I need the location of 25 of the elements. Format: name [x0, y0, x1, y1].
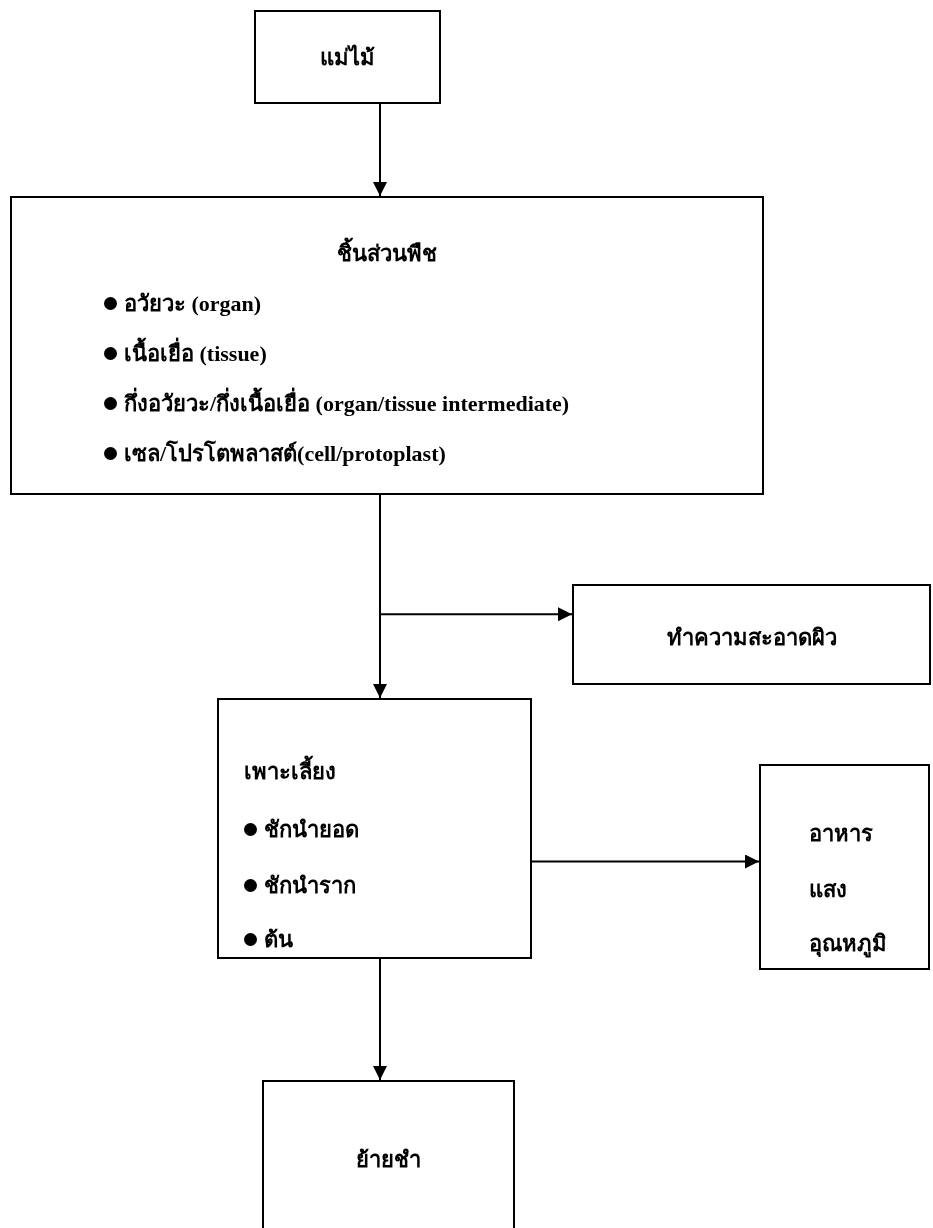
- box-text: แม่ไม้: [320, 43, 375, 72]
- process-box: [10, 196, 764, 495]
- box-text: ชักนำราก: [264, 872, 356, 900]
- box-text: แสง: [809, 876, 847, 904]
- arrow: [373, 958, 387, 1081]
- process-box: [759, 764, 930, 970]
- box-text: อุณหภูมิ: [809, 930, 887, 960]
- process-box: [254, 10, 441, 104]
- arrow: [531, 854, 760, 869]
- box-text: ชักนำยอด: [264, 816, 359, 844]
- box-text: อาหาร: [809, 820, 873, 848]
- box-text: ต้น: [264, 926, 293, 954]
- box-text: เซล/โปรโตพลาสต์(cell/protoplast): [124, 439, 446, 468]
- box-heading: เพาะเลี้ยง: [244, 754, 336, 789]
- arrow: [379, 494, 573, 622]
- box-heading: ชิ้นส่วนพืช: [337, 236, 437, 271]
- box-text: ทำความสะอาดผิว: [666, 624, 837, 652]
- process-box: [572, 584, 931, 685]
- arrow: [373, 103, 387, 197]
- process-box: [262, 1080, 515, 1228]
- box-text: เนื้อเยื่อ (tissue): [124, 336, 267, 371]
- process-box: [217, 698, 532, 959]
- box-text: กึ่งอวัยวะ/กึ่งเนื้อเยื่อ (organ/tissue intermediate): [124, 386, 570, 421]
- box-text: ย้ายชำ: [356, 1146, 421, 1174]
- box-text: อวัยวะ (organ): [124, 290, 262, 318]
